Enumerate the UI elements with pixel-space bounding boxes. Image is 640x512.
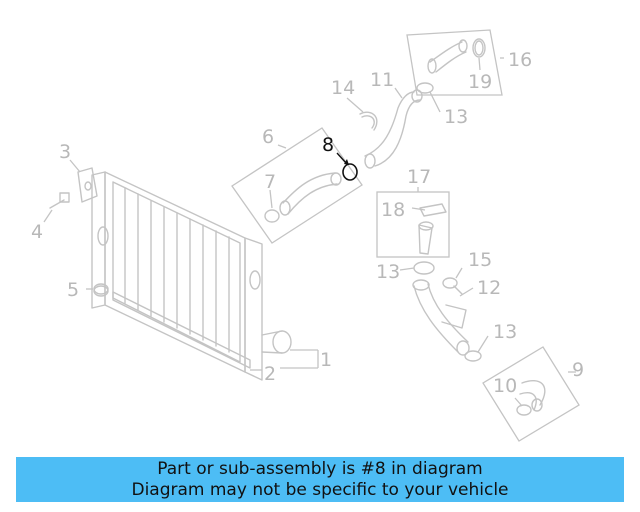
callout-labels: 1 2 3 4 5 6 7 8 9 10 11 12 13 13 13 14 1…: [31, 49, 584, 397]
part-17-hose-assembly: [376, 191, 450, 258]
banner-disclaimer-line: Diagram may not be specific to your vehi…: [131, 479, 509, 500]
part-8-o-ring: [336, 152, 358, 181]
callout-8-highlighted: 8: [322, 134, 334, 156]
part-16-hose-assembly: [406, 29, 503, 96]
callout-11: 11: [370, 69, 394, 91]
part-11-pipe: [364, 89, 423, 169]
callout-19: 19: [468, 71, 492, 93]
part-15-fitting: [442, 277, 463, 295]
part-2-strip: [112, 291, 251, 369]
callout-16: 16: [508, 49, 532, 71]
part-13-lower-clamp: [464, 350, 482, 362]
part-12-elbow-hose: [412, 279, 470, 356]
callout-1: 1: [320, 349, 332, 371]
callout-15: 15: [468, 249, 492, 271]
callout-3: 3: [59, 141, 71, 163]
part-info-banner: Part or sub-assembly is #8 in diagram Di…: [16, 457, 624, 502]
callout-5: 5: [67, 279, 79, 301]
part-5-grommet: [93, 283, 109, 297]
callout-17: 17: [407, 166, 431, 188]
callout-14: 14: [331, 77, 355, 99]
part-14-clip: [359, 111, 378, 131]
callout-13-middle: 13: [376, 261, 400, 283]
callout-4: 4: [31, 221, 43, 243]
callout-7: 7: [264, 171, 276, 193]
leader-lines: [43, 57, 576, 407]
part-4-bolt: [49, 192, 70, 209]
callout-18: 18: [381, 199, 405, 221]
parts-diagram: 1 2 3 4 5 6 7 8 9 10 11 12 13 13 13 14 1…: [31, 29, 584, 442]
part-6-hose-assembly: [231, 127, 363, 244]
part-13-middle-clamp: [413, 261, 435, 275]
callout-10: 10: [493, 375, 517, 397]
callout-6: 6: [262, 126, 274, 148]
part-3-bracket: [77, 167, 98, 203]
part-9-hose-assembly: [482, 346, 580, 442]
callout-13-upper: 13: [444, 106, 468, 128]
intercooler: [91, 171, 292, 381]
callout-9: 9: [572, 359, 584, 381]
part-13-upper-clamp: [416, 82, 434, 94]
banner-part-line: Part or sub-assembly is #8 in diagram: [157, 458, 483, 479]
callout-2: 2: [264, 363, 276, 385]
callout-13-lower: 13: [493, 321, 517, 343]
callout-12: 12: [477, 277, 501, 299]
